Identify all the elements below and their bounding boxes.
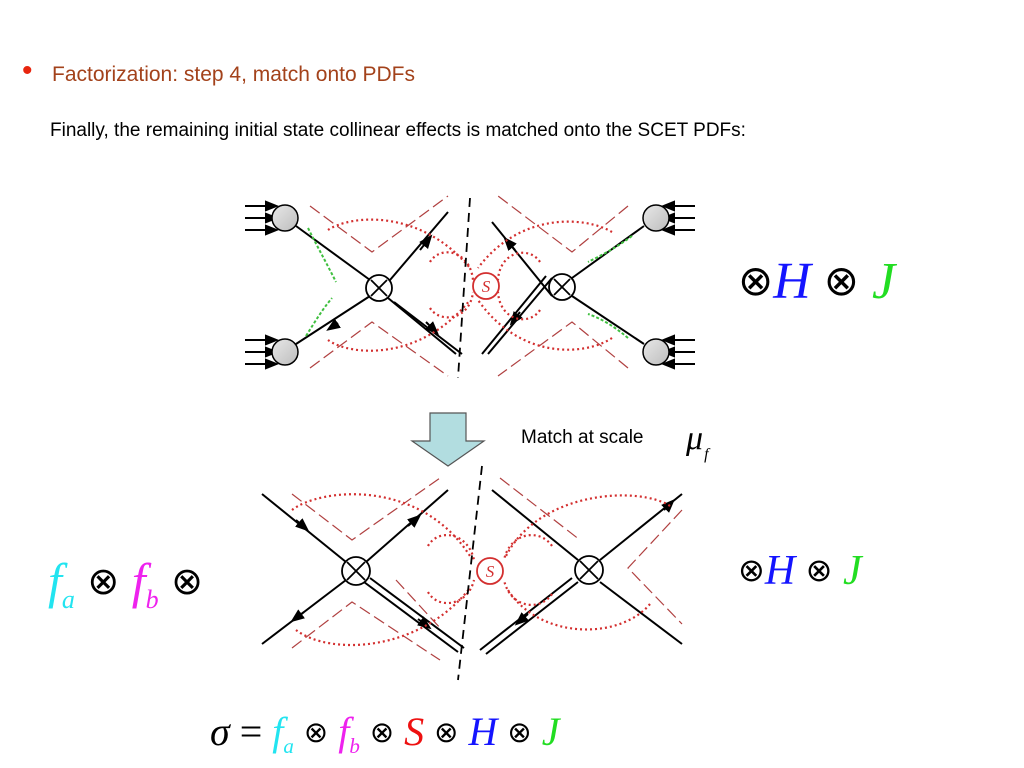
pdf-f-b: fb xyxy=(338,709,360,758)
equation-left-pdfs: fa ⊗ fb ⊗ xyxy=(48,556,203,613)
soft-vertex-label-bottom: S xyxy=(486,562,495,581)
hard-function-H: H xyxy=(773,253,811,310)
top-diagram: S xyxy=(245,195,695,379)
pdf-f-a: fa xyxy=(48,553,75,614)
jet-function-J: J xyxy=(541,709,560,754)
match-label: Match at scale xyxy=(521,427,644,448)
jet-function-J: J xyxy=(842,548,862,594)
jet-function-J: J xyxy=(871,253,896,310)
otimes-symbol: ⊗ xyxy=(507,715,532,749)
mu-subscript: f xyxy=(704,446,709,463)
hard-vertex-left-top xyxy=(365,274,393,302)
body-text: Finally, the remaining initial state col… xyxy=(50,120,746,141)
otimes-symbol: ⊗ xyxy=(738,551,765,589)
incoming-proton-blob-bottom-left xyxy=(245,334,299,370)
otimes-symbol: ⊗ xyxy=(805,551,833,589)
bottom-diagram: S xyxy=(261,465,683,681)
hard-vertex-right-bottom xyxy=(574,555,604,585)
incoming-proton-blob-bottom-right xyxy=(642,334,695,370)
equals-sign: = xyxy=(239,709,263,754)
hard-vertex-left-bottom xyxy=(341,556,371,586)
soft-vertex-top: S xyxy=(472,272,500,300)
soft-gluons-bottom xyxy=(291,493,671,646)
matching-down-arrow xyxy=(410,412,486,467)
otimes-symbol: ⊗ xyxy=(303,715,329,749)
hard-function-H: H xyxy=(468,709,498,754)
factorization-formula: σ = fa ⊗ fb ⊗ S ⊗ H ⊗ J xyxy=(210,712,559,757)
mu-f-symbol: μf xyxy=(686,420,709,464)
pdf-f-b: fb xyxy=(131,553,159,614)
final-state-cut-top xyxy=(457,197,471,379)
equation-mid-right: ⊗H ⊗ J xyxy=(738,550,862,592)
pdf-f-a: fa xyxy=(272,709,294,758)
slide-title: Factorization: step 4, match onto PDFs xyxy=(52,63,415,86)
hard-vertex-right-top xyxy=(548,273,576,301)
soft-gluons-top xyxy=(327,218,613,352)
otimes-symbol: ⊗ xyxy=(738,256,774,305)
otimes-symbol: ⊗ xyxy=(87,559,120,603)
incoming-proton-blob-top-right xyxy=(642,200,695,236)
incoming-proton-blob-top-left xyxy=(245,200,299,236)
mu: μ xyxy=(686,420,704,457)
otimes-symbol: ⊗ xyxy=(823,256,859,305)
sigma: σ xyxy=(210,709,230,754)
final-state-cut-bottom xyxy=(457,465,483,681)
soft-vertex-label: S xyxy=(482,277,491,296)
soft-vertex-bottom: S xyxy=(476,557,504,585)
title-bullet: • xyxy=(22,54,33,87)
hard-function-H: H xyxy=(764,548,796,594)
otimes-symbol: ⊗ xyxy=(434,715,459,749)
otimes-symbol: ⊗ xyxy=(171,559,203,603)
soft-function-S: S xyxy=(404,709,425,754)
equation-top-right: ⊗H ⊗ J xyxy=(738,256,895,308)
collinear-gluons xyxy=(305,227,633,339)
otimes-symbol: ⊗ xyxy=(369,715,395,749)
